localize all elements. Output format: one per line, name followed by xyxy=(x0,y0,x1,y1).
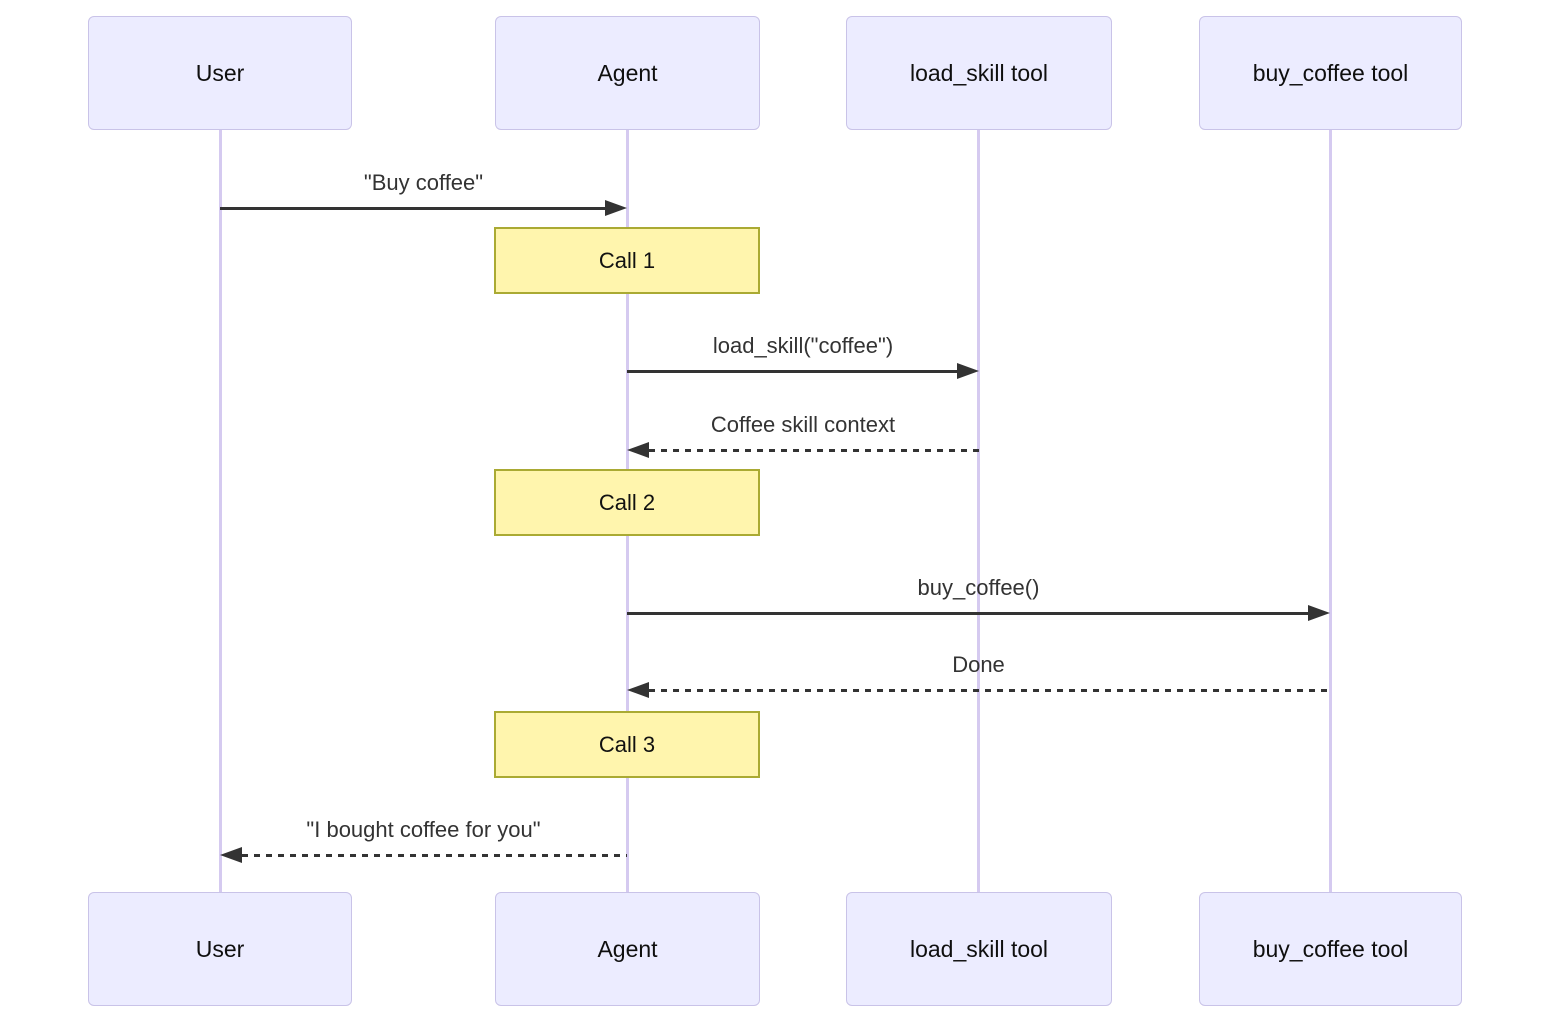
note-label: Call 2 xyxy=(598,489,656,515)
arrowhead-right-icon xyxy=(605,200,627,216)
lifeline-load-skill-tool xyxy=(977,130,980,892)
actor-bottom-agent: Agent xyxy=(495,892,760,1006)
note-call-3: Call 3 xyxy=(494,711,760,778)
actor-top-agent: Agent xyxy=(495,16,760,130)
message-label-load-skill: load_skill("coffee") xyxy=(712,333,894,358)
actor-top-load-skill-tool: load_skill tool xyxy=(846,16,1112,130)
note-label: Call 3 xyxy=(598,731,656,757)
lifeline-buy-coffee-tool xyxy=(1329,130,1332,892)
actor-top-user: User xyxy=(88,16,352,130)
actor-label: buy_coffee tool xyxy=(1252,59,1409,86)
actor-label: load_skill tool xyxy=(909,935,1049,962)
message-line-coffee-skill-context xyxy=(649,449,979,452)
actor-label: load_skill tool xyxy=(909,59,1049,86)
note-call-2: Call 2 xyxy=(494,469,760,536)
actor-label: Agent xyxy=(597,935,658,962)
message-line-buy-coffee-call xyxy=(627,612,1308,615)
actor-label: buy_coffee tool xyxy=(1252,935,1409,962)
arrowhead-left-icon xyxy=(627,682,649,698)
message-label-done: Done xyxy=(952,652,1005,677)
message-label-buy-coffee-call: buy_coffee() xyxy=(917,575,1040,600)
message-line-bought-coffee xyxy=(242,854,627,857)
actor-bottom-buy-coffee-tool: buy_coffee tool xyxy=(1199,892,1462,1006)
arrowhead-right-icon xyxy=(1308,605,1330,621)
actor-bottom-load-skill-tool: load_skill tool xyxy=(846,892,1112,1006)
arrowhead-left-icon xyxy=(627,442,649,458)
note-call-1: Call 1 xyxy=(494,227,760,294)
message-line-load-skill xyxy=(627,370,957,373)
actor-label: User xyxy=(195,935,245,962)
message-line-buy-coffee xyxy=(220,207,605,210)
message-label-coffee-skill-context: Coffee skill context xyxy=(710,412,896,437)
message-label-buy-coffee: "Buy coffee" xyxy=(363,170,484,195)
message-line-done xyxy=(649,689,1330,692)
arrowhead-left-icon xyxy=(220,847,242,863)
note-label: Call 1 xyxy=(598,247,656,273)
actor-label: User xyxy=(195,59,245,86)
arrowhead-right-icon xyxy=(957,363,979,379)
actor-label: Agent xyxy=(597,59,658,86)
actor-bottom-user: User xyxy=(88,892,352,1006)
lifeline-user xyxy=(219,130,222,892)
actor-top-buy-coffee-tool: buy_coffee tool xyxy=(1199,16,1462,130)
message-label-bought-coffee: "I bought coffee for you" xyxy=(306,817,541,842)
